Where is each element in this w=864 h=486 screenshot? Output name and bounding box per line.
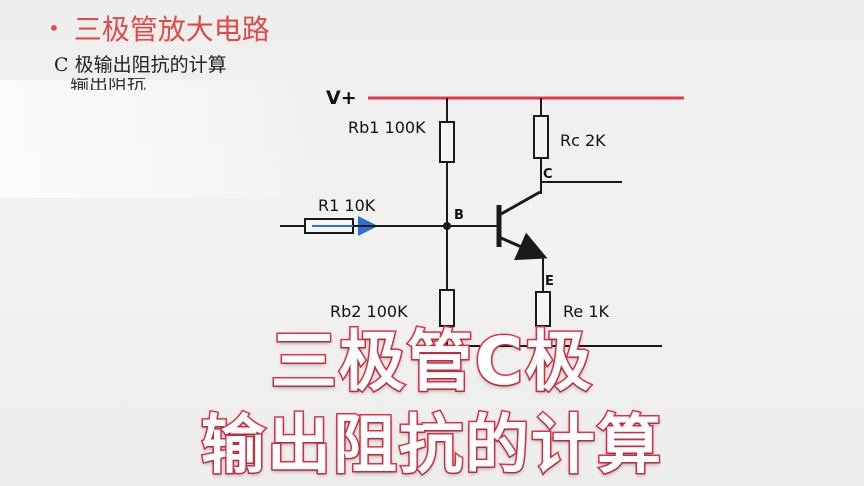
- title-bullet: •: [48, 16, 60, 40]
- re-label: Re 1K: [563, 302, 610, 321]
- slide-title: • 三极管放大电路: [48, 8, 270, 48]
- caption-line-2: 输出阻抗的计算: [200, 408, 663, 485]
- transistor-collector-leg: [500, 190, 541, 216]
- rb1-resistor: [439, 121, 455, 163]
- base-node-dot: [443, 222, 451, 230]
- rb1-label: Rb1 100K: [348, 118, 426, 137]
- r1-label: R1 10K: [318, 196, 376, 215]
- slide-subtitle: C 极输出阻抗的计算: [54, 54, 227, 76]
- rc-label: Rc 2K: [560, 131, 606, 150]
- title-text: 三极管放大电路: [73, 13, 270, 46]
- collector-node-label: C: [543, 167, 553, 182]
- emitter-node-label: E: [545, 274, 554, 289]
- transistor-emitter-leg: [500, 232, 548, 261]
- base-node-label: B: [454, 208, 464, 223]
- slide-subtitle-partial: 输出阻抗: [70, 78, 147, 90]
- rb2-label: Rb2 100K: [330, 302, 408, 321]
- screen-glare: [0, 80, 310, 198]
- caption-line-1: 三极管C极: [269, 322, 594, 402]
- supply-label: V+: [326, 87, 357, 109]
- rc-resistor: [533, 115, 549, 159]
